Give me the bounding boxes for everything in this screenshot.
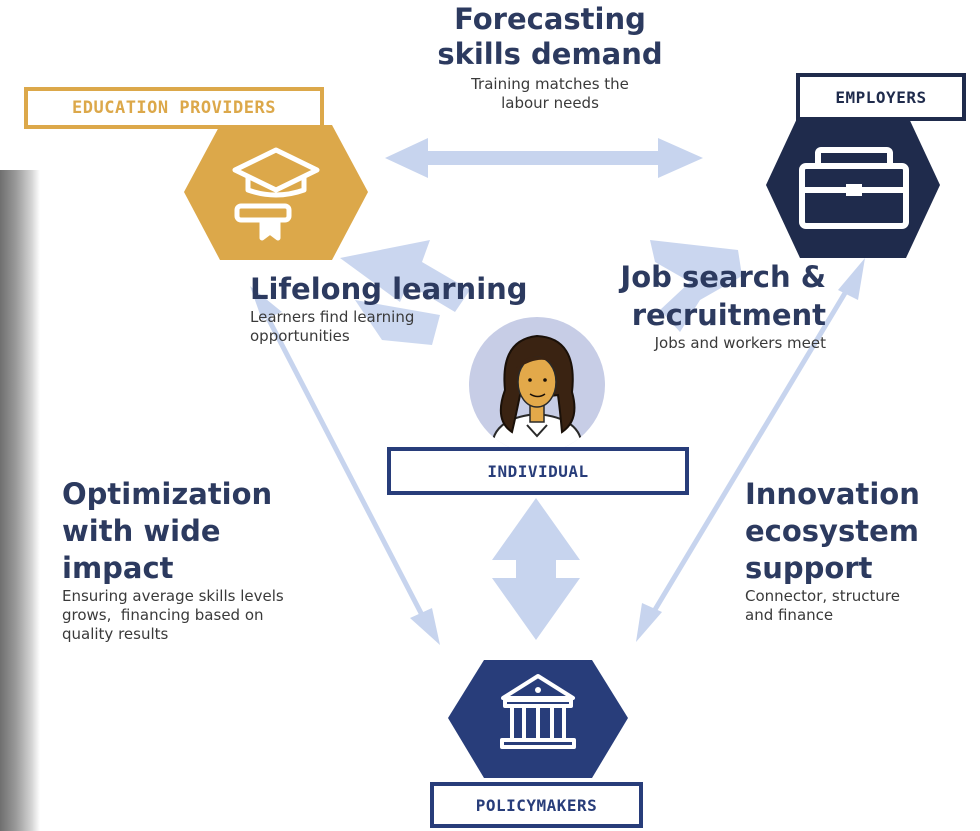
job-search-title-line1: Job search & [620, 260, 826, 294]
job-search-block: Job search & recruitment Jobs and worker… [596, 258, 826, 353]
arrow-head-innovation-bottom [636, 603, 662, 642]
optimization-desc-line1: Ensuring average skills levels [62, 587, 284, 605]
optimization-desc-line2: grows, financing based on [62, 606, 264, 624]
diagonal-arrows [265, 286, 851, 620]
lifelong-learning-title: Lifelong learning [250, 272, 528, 306]
arrow-head-optimization-top [250, 286, 282, 320]
forecasting-desc-line1: Training matches the [471, 75, 629, 93]
optimization-title-line1: Optimization [62, 477, 273, 511]
arrow-job-search [650, 240, 742, 332]
education-providers-label: EDUCATION PROVIDERS [24, 87, 324, 129]
optimization-block: Optimization with wide impact Ensuring a… [62, 476, 342, 644]
forecasting-desc-line2: labour needs [501, 94, 599, 112]
innovation-block: Innovation ecosystem support Connector, … [745, 476, 975, 625]
connector-arrows [340, 138, 742, 640]
optimization-title-line2: with wide [62, 514, 221, 548]
innovation-desc-line2: and finance [745, 606, 834, 624]
lifelong-learning-block: Lifelong learning Learners find learning… [250, 270, 550, 346]
forecasting-block: Forecasting skills demand Training match… [380, 2, 720, 113]
innovation-desc-line1: Connector, structure [745, 587, 900, 605]
job-search-title-line2: recruitment [631, 298, 826, 332]
graduation-cap-icon [232, 147, 320, 241]
page-edge-shadow [0, 170, 40, 831]
lifelong-learning-desc-line1: Learners find learning [250, 308, 415, 326]
forecasting-title-line2: skills demand [437, 37, 663, 71]
arrow-forecasting [385, 138, 703, 178]
lifelong-learning-desc-line2: opportunities [250, 327, 350, 345]
innovation-title-line1: Innovation [745, 477, 920, 511]
government-building-icon [500, 674, 576, 749]
policymakers-label: POLICYMAKERS [430, 782, 643, 828]
optimization-desc-line3: quality results [62, 625, 169, 643]
employers-label: EMPLOYERS [796, 73, 966, 121]
arrow-lifelong-learning [340, 240, 470, 312]
optimization-title-line3: impact [62, 551, 174, 585]
briefcase-icon [799, 147, 909, 229]
arrow-head-optimization-bottom [410, 608, 440, 645]
forecasting-title-line1: Forecasting [454, 2, 646, 36]
arrow-head-innovation-top [838, 258, 865, 300]
job-search-desc: Jobs and workers meet [654, 334, 826, 352]
individual-label: INDIVIDUAL [387, 447, 689, 495]
innovation-title-line3: support [745, 551, 873, 585]
innovation-title-line2: ecosystem [745, 514, 919, 548]
arrow-individual-policymakers [492, 498, 580, 640]
